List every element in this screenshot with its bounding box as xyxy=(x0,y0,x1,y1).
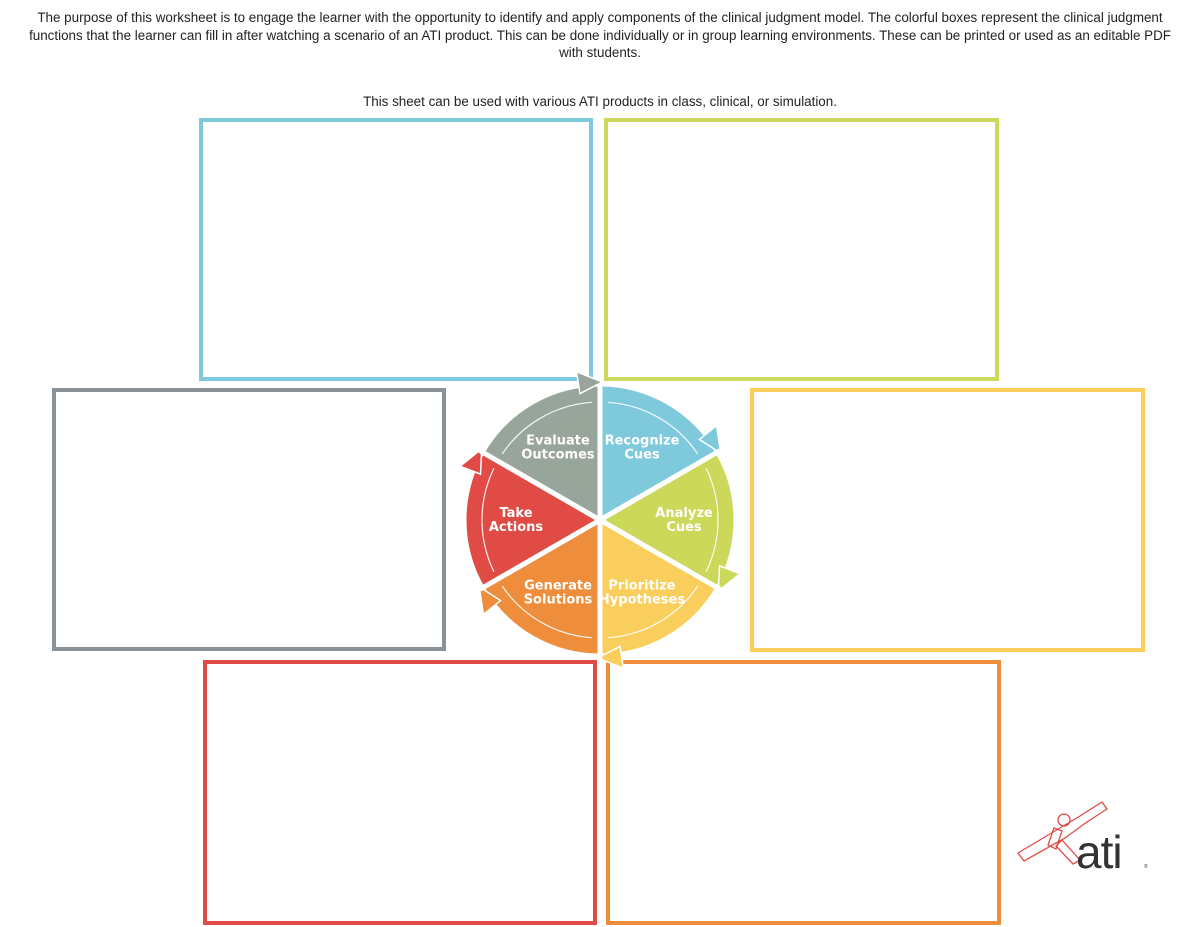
wheel-inner-arc-prioritize-hypotheses xyxy=(608,585,699,639)
wheel-inner-arc-evaluate-outcomes xyxy=(501,401,592,455)
wheel-arrowhead-generate-solutions xyxy=(478,585,502,616)
generate-solutions-box[interactable] xyxy=(606,660,1001,925)
ati-logo-text: ati xyxy=(1076,826,1122,878)
wheel-inner-arc-generate-solutions xyxy=(501,585,592,639)
usage-note: This sheet can be used with various ATI … xyxy=(363,94,837,109)
wheel-inner-arc-analyze-cues xyxy=(705,468,719,572)
wheel-inner-arc-take-actions xyxy=(481,468,495,572)
wheel-inner-arc-recognize-cues xyxy=(608,401,699,455)
svg-text:®: ® xyxy=(1144,863,1148,870)
wheel-arrowhead-analyze-cues xyxy=(717,564,742,593)
wheel-arrowhead-evaluate-outcomes xyxy=(575,370,605,395)
ati-logo: ati ® xyxy=(1017,801,1148,878)
prioritize-hypotheses-box[interactable] xyxy=(750,388,1145,652)
evaluate-outcomes-box[interactable] xyxy=(52,388,446,651)
recognize-cues-box[interactable] xyxy=(199,118,593,381)
take-actions-box[interactable] xyxy=(203,660,597,925)
wheel-arrowhead-prioritize-hypotheses xyxy=(595,645,625,670)
ati-figure-icon xyxy=(1017,801,1108,865)
wheel-arrowhead-recognize-cues xyxy=(698,424,722,455)
wheel-arrowhead-take-actions xyxy=(458,447,483,476)
analyze-cues-box[interactable] xyxy=(604,118,999,381)
intro-paragraph: The purpose of this worksheet is to enga… xyxy=(29,10,1171,60)
